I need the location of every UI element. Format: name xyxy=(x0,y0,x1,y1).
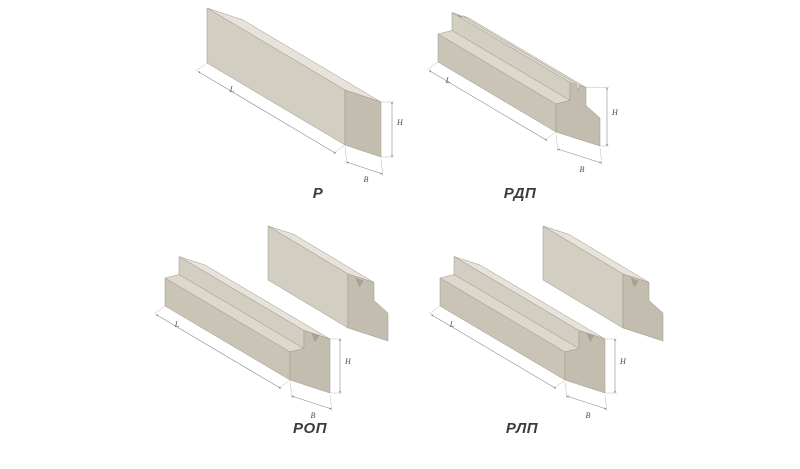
dim-label-length: L xyxy=(174,320,180,329)
figure-rop: L H B РОП xyxy=(153,225,389,437)
extension-line xyxy=(289,381,293,399)
dim-label-width: B xyxy=(586,411,591,420)
companion-notch-shadow xyxy=(355,278,364,288)
beam-end-face xyxy=(555,82,601,147)
dimension-line-length xyxy=(428,70,548,141)
figure-r: L H B Р xyxy=(195,7,404,202)
extension-line xyxy=(555,133,559,152)
extension-line xyxy=(333,144,346,154)
extension-line xyxy=(544,131,557,141)
extension-line xyxy=(278,379,291,389)
dim-label-length: L xyxy=(229,85,235,94)
beam-notch-shadow xyxy=(311,332,320,342)
figure-label: РДП xyxy=(504,185,537,202)
extension-line xyxy=(428,305,441,315)
dim-label-length: L xyxy=(449,320,455,329)
extension-line xyxy=(195,62,208,72)
dimension-line-length xyxy=(197,71,337,154)
dimension-line-width xyxy=(346,161,383,175)
dim-label-width: B xyxy=(580,165,585,174)
companion-end-face xyxy=(622,273,664,342)
figure-label: Р xyxy=(313,185,324,202)
dim-label-height: H xyxy=(611,108,619,117)
figure-label: РОП xyxy=(293,420,328,437)
extension-line xyxy=(426,61,439,71)
dim-label-height: H xyxy=(396,118,404,127)
figure-label: РЛП xyxy=(506,420,539,437)
extension-line xyxy=(153,305,166,315)
companion-end-face xyxy=(347,273,389,342)
dim-label-width: B xyxy=(364,175,369,184)
figure-rlp: L H B РЛП xyxy=(428,225,664,437)
beam-notch-shadow xyxy=(586,332,595,342)
dim-label-height: H xyxy=(619,357,627,366)
dimension-line-width xyxy=(566,395,607,410)
dim-label-height: H xyxy=(344,357,352,366)
dim-label-width: B xyxy=(311,411,316,420)
dim-label-length: L xyxy=(445,76,451,85)
beam-end-face xyxy=(344,89,382,158)
extension-line xyxy=(564,381,568,399)
dimension-line-width xyxy=(557,148,602,164)
dimension-line-length xyxy=(155,314,282,389)
dimension-line-length xyxy=(430,314,557,389)
extension-line xyxy=(553,379,566,389)
figure-rdp: L H B РДП xyxy=(426,12,619,202)
dimension-line-width xyxy=(291,395,332,410)
companion-notch-shadow xyxy=(630,278,639,288)
extension-line xyxy=(344,146,348,165)
